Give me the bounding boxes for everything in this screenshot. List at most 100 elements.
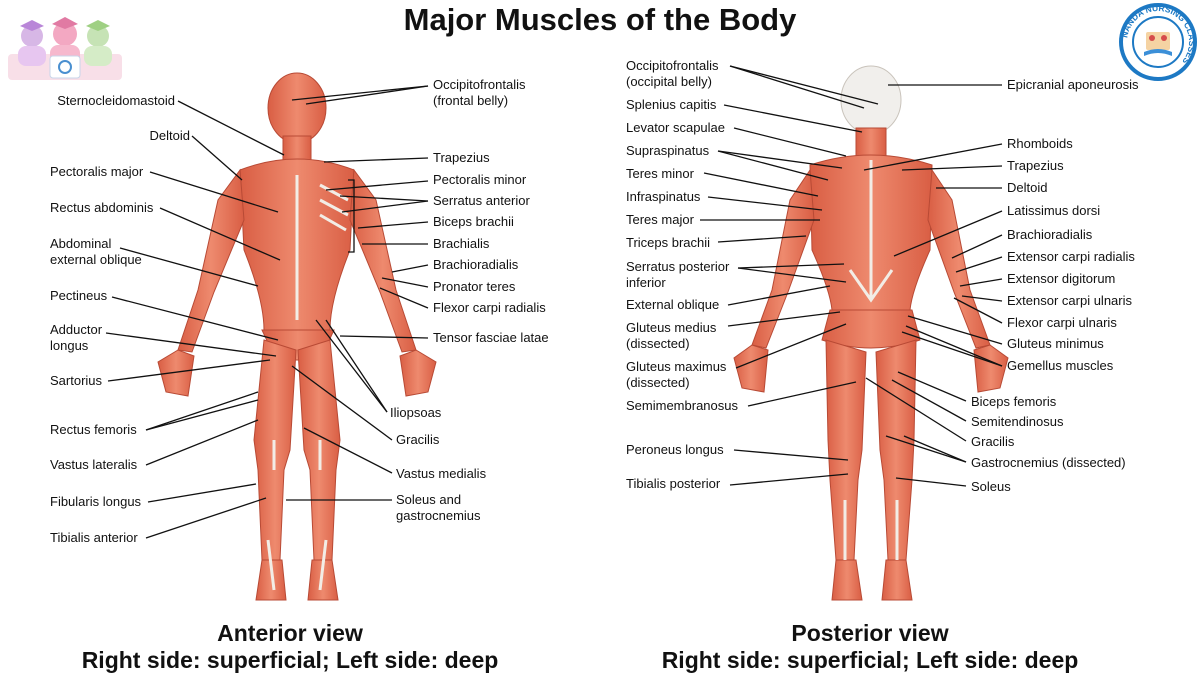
anterior-right-leader-lines: [286, 85, 429, 501]
label-gastrocnemius-dissected: Gastrocnemius (dissected): [971, 455, 1126, 470]
posterior-left-leader-lines: [700, 65, 879, 486]
label-gluteus-medius: Gluteus medius(dissected): [626, 320, 716, 352]
label-sartorius: Sartorius: [50, 373, 103, 388]
label-occ-frontal-line1: Occipitofrontalis: [433, 77, 526, 92]
label-pectineus: Pectineus: [50, 288, 108, 303]
label-sternocleidomastoid: Sternocleidomastoid: [57, 93, 175, 108]
anterior-right-foot: [255, 559, 287, 601]
label-vastus-medialis: Vastus medialis: [396, 466, 487, 481]
label-gracilis-anterior: Gracilis: [396, 432, 440, 447]
label-adductor-line2: longus: [50, 338, 89, 353]
label-occ-occipital-line2: (occipital belly): [626, 74, 712, 89]
posterior-right-leader-lines: [863, 84, 1003, 487]
label-serratus-anterior: Serratus anterior: [433, 193, 530, 208]
anterior-caption-line1: Anterior view: [217, 620, 363, 646]
anterior-left-arm: [349, 168, 417, 353]
label-extensor-carpi-ulnaris: Extensor carpi ulnaris: [1007, 293, 1132, 308]
label-gluteus-minimus: Gluteus minimus: [1007, 336, 1104, 351]
label-gluteus-maximus: Gluteus maximus(dissected): [626, 359, 726, 391]
label-latissimus-dorsi: Latissimus dorsi: [1007, 203, 1101, 218]
posterior-caption-line1: Posterior view: [791, 620, 949, 646]
posterior-right-arm: [927, 168, 991, 349]
label-abdominal-line1: Abdominal: [50, 236, 112, 251]
label-triceps-brachii: Triceps brachii: [626, 235, 711, 250]
label-glut-med-line2: (dissected): [626, 336, 690, 351]
posterior-left-arm: [751, 168, 815, 349]
label-deltoid-anterior: Deltoid: [149, 128, 190, 143]
label-abdominal-line2: external oblique: [50, 252, 142, 267]
posterior-caption: Posterior view Right side: superficial; …: [620, 620, 1120, 674]
anterior-tendons: [266, 175, 349, 591]
label-tibialis-anterior: Tibialis anterior: [50, 530, 138, 545]
posterior-caption-line2: Right side: superficial; Left side: deep: [661, 647, 1079, 673]
label-serratus-post-line2: inferior: [626, 275, 666, 290]
label-semitendinosus: Semitendinosus: [971, 414, 1064, 429]
label-occipitofrontalis-frontal: Occipitofrontalis(frontal belly): [433, 77, 525, 109]
label-glut-max-line2: (dissected): [626, 375, 690, 390]
posterior-body-figure: [733, 65, 1009, 601]
label-extensor-digitorum: Extensor digitorum: [1007, 271, 1116, 286]
anterior-left-leader-lines: [105, 100, 285, 539]
label-serratus-post-line1: Serratus posterior: [626, 259, 730, 274]
label-external-oblique: External oblique: [626, 297, 720, 312]
label-brachioradialis-anterior: Brachioradialis: [433, 257, 519, 272]
label-brachioradialis-posterior: Brachioradialis: [1007, 227, 1093, 242]
students-logo-icon: [6, 6, 124, 89]
label-brachialis: Brachialis: [433, 236, 490, 251]
label-glut-med-line1: Gluteus medius: [626, 320, 717, 335]
posterior-right-foot: [881, 559, 913, 601]
label-trapezius-anterior: Trapezius: [433, 150, 490, 165]
label-rectus-femoris: Rectus femoris: [50, 422, 137, 437]
diagram-title: Major Muscles of the Body: [403, 2, 797, 37]
anterior-caption: Anterior view Right side: superficial; L…: [40, 620, 540, 674]
label-deltoid-posterior: Deltoid: [1007, 180, 1048, 195]
posterior-gluteal: [821, 309, 921, 349]
posterior-left-hand: [733, 344, 769, 393]
anterior-right-arm: [177, 168, 245, 353]
label-teres-minor: Teres minor: [626, 166, 694, 181]
label-biceps-femoris: Biceps femoris: [971, 394, 1057, 409]
anterior-head: [267, 72, 327, 144]
label-tibialis-posterior: Tibialis posterior: [626, 476, 721, 491]
label-splenius-capitis: Splenius capitis: [626, 97, 717, 112]
posterior-neck: [855, 127, 887, 159]
label-pectoralis-minor: Pectoralis minor: [433, 172, 527, 187]
label-pronator-teres: Pronator teres: [433, 279, 516, 294]
label-glut-max-line1: Gluteus maximus: [626, 359, 727, 374]
label-pectoralis-major: Pectoralis major: [50, 164, 144, 179]
label-fibularis-longus: Fibularis longus: [50, 494, 142, 509]
label-gemellus-muscles: Gemellus muscles: [1007, 358, 1114, 373]
label-adductor-line1: Adductor: [50, 322, 103, 337]
label-supraspinatus: Supraspinatus: [626, 143, 710, 158]
label-occ-occipital-line1: Occipitofrontalis: [626, 58, 719, 73]
label-soleus-gas-line1: Soleus and: [396, 492, 462, 507]
posterior-head: [840, 65, 902, 135]
label-trapezius-posterior: Trapezius: [1007, 158, 1064, 173]
label-biceps-brachii: Biceps brachii: [433, 214, 514, 229]
label-peroneus-longus: Peroneus longus: [626, 442, 724, 457]
anterior-left-foot: [307, 559, 339, 601]
label-iliopsoas: Iliopsoas: [390, 405, 442, 420]
label-occipitofrontalis-occipital: Occipitofrontalis(occipital belly): [626, 58, 718, 90]
anterior-left-hand: [399, 349, 437, 397]
label-rhomboids: Rhomboids: [1007, 136, 1073, 151]
label-teres-major: Teres major: [626, 212, 694, 227]
label-gracilis-posterior: Gracilis: [971, 434, 1015, 449]
label-semimembranosus: Semimembranosus: [626, 398, 738, 413]
label-soleus-posterior: Soleus: [971, 479, 1011, 494]
label-flexor-carpi-ulnaris: Flexor carpi ulnaris: [1007, 315, 1117, 330]
label-infraspinatus: Infraspinatus: [626, 189, 701, 204]
nanda-nursing-classes-logo-icon: NANDA NURSING CLASSES: [1118, 2, 1198, 87]
label-tensor-fasciae-latae: Tensor fasciae latae: [433, 330, 549, 345]
label-occ-frontal-line2: (frontal belly): [433, 93, 509, 108]
anterior-right-hand: [157, 349, 195, 397]
posterior-left-foot: [831, 559, 863, 601]
label-flexor-carpi-radialis: Flexor carpi radialis: [433, 300, 546, 315]
posterior-right-hand: [973, 344, 1009, 393]
anterior-body-figure: [157, 72, 437, 601]
label-epicranial-aponeurosis: Epicranial aponeurosis: [1007, 77, 1139, 92]
